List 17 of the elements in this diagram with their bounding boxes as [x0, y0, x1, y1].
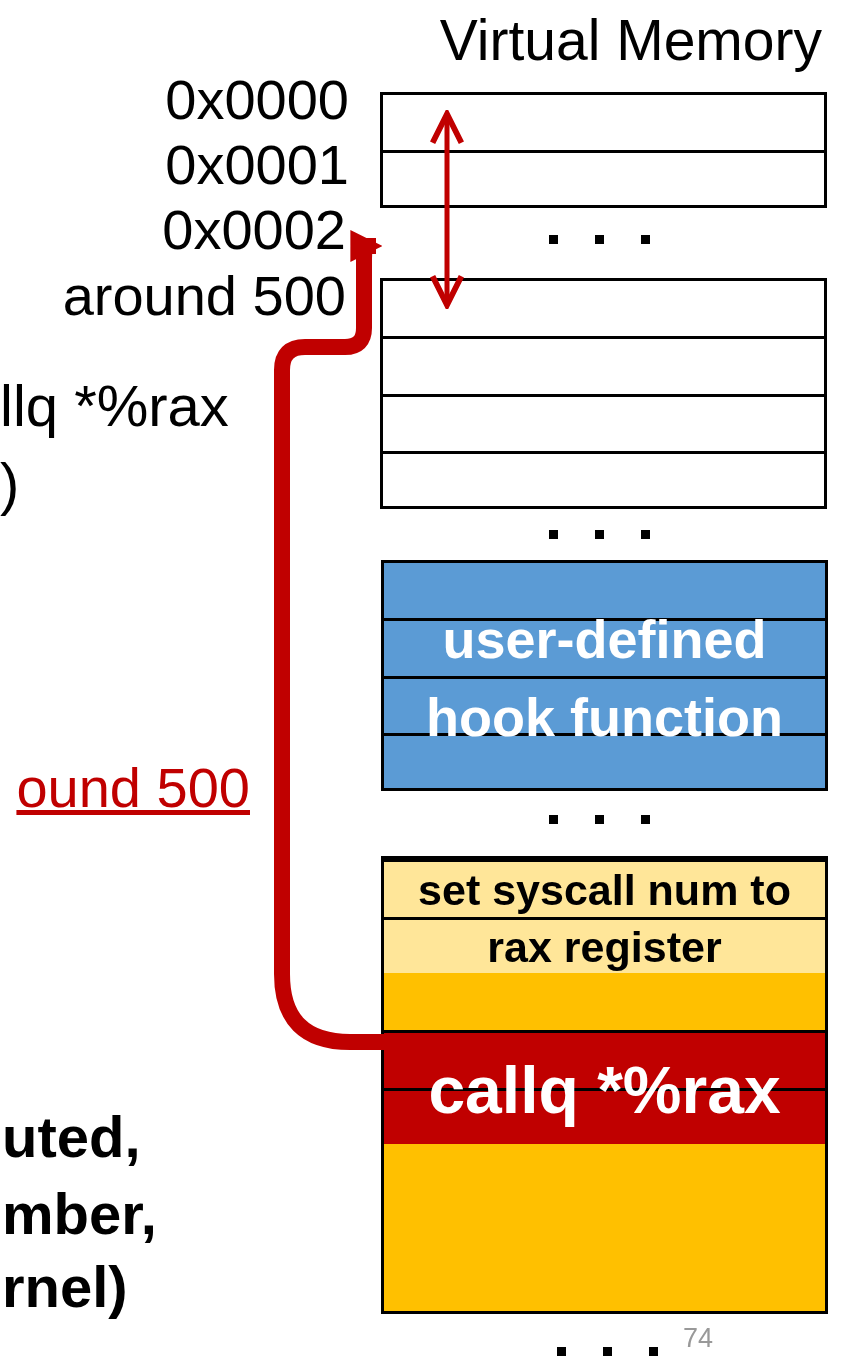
block-label: set syscall num to rax register — [417, 865, 792, 973]
body-text: uted, — [2, 1108, 141, 1166]
address-label: 0x0000 — [165, 72, 349, 128]
body-text: mber, — [2, 1185, 157, 1243]
arrow — [429, 111, 465, 308]
block-label: user-defined hook function — [425, 608, 784, 749]
address-label: 0x0001 — [165, 137, 349, 193]
memory-block — [380, 278, 827, 509]
memory-block — [381, 856, 828, 1314]
address-label: 0x0002 — [162, 202, 346, 258]
memory-row — [384, 859, 825, 973]
arrow — [274, 230, 384, 1050]
page-number: 74 — [683, 1325, 714, 1352]
memory-block — [380, 92, 827, 208]
memory-block — [381, 560, 828, 791]
link-text: ound 500 — [16, 760, 250, 816]
address-label: around 500 — [62, 268, 346, 324]
